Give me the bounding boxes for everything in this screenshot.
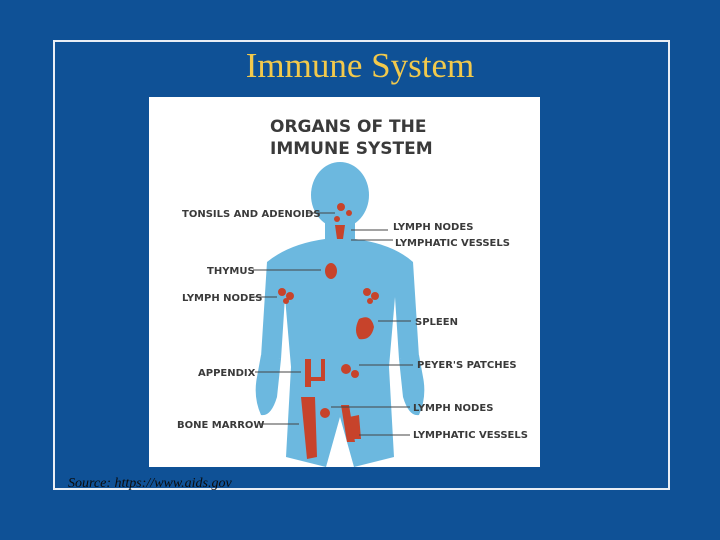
peyers-patch [341, 364, 351, 374]
lymph-node-right [371, 292, 379, 300]
label-lymph-nodes-neck: LYMPH NODES [393, 222, 473, 233]
immune-system-diagram: ORGANS OF THE IMMUNE SYSTEM [149, 97, 540, 467]
thymus-organ [325, 263, 337, 279]
label-appendix: APPENDIX [198, 368, 256, 379]
lymph-node-right [367, 298, 373, 304]
slide-title: Immune System [245, 46, 475, 85]
label-tonsils-and-adenoids: TONSILS AND ADENOIDS [182, 209, 321, 220]
lymphatic-vessel [349, 415, 361, 439]
lymph-node-left [278, 288, 286, 296]
organs [278, 203, 379, 459]
label-thymus: THYMUS [207, 266, 255, 277]
appendix-organ [305, 359, 311, 387]
human-body-silhouette [255, 162, 425, 467]
label-peyers-patches: PEYER'S PATCHES [417, 360, 517, 371]
lymph-node-groin [320, 408, 330, 418]
tonsil-node [346, 210, 352, 216]
label-lymphatic-vessels-bottom: LYMPHATIC VESSELS [413, 430, 528, 441]
peyers-patch [351, 370, 359, 378]
label-lymph-nodes-left: LYMPH NODES [182, 293, 262, 304]
diagram-heading-line2: IMMUNE SYSTEM [270, 139, 433, 159]
lymphatic-vessel [341, 405, 355, 442]
label-bone-marrow: BONE MARROW [177, 420, 264, 431]
source-caption: Source: https://www.aids.gov [68, 476, 232, 491]
bone-marrow-organ [301, 397, 317, 459]
slide-frame [53, 40, 670, 490]
label-lymphatic-vessels-top: LYMPHATIC VESSELS [395, 238, 510, 249]
lymph-node-right [363, 288, 371, 296]
label-spleen: SPLEEN [415, 317, 458, 328]
spleen-organ [356, 317, 374, 340]
intestine-organ [311, 359, 325, 381]
lymph-node-left [283, 298, 289, 304]
label-pointer-lines [251, 212, 413, 436]
label-lymph-nodes-groin: LYMPH NODES [413, 403, 493, 414]
tonsil-node [337, 203, 345, 211]
diagram-svg: ORGANS OF THE IMMUNE SYSTEM [177, 117, 528, 467]
diagram-heading-line1: ORGANS OF THE [270, 117, 426, 137]
neck-lymph-node [335, 225, 345, 239]
lymph-node-left [286, 292, 294, 300]
tonsil-node [334, 216, 340, 222]
